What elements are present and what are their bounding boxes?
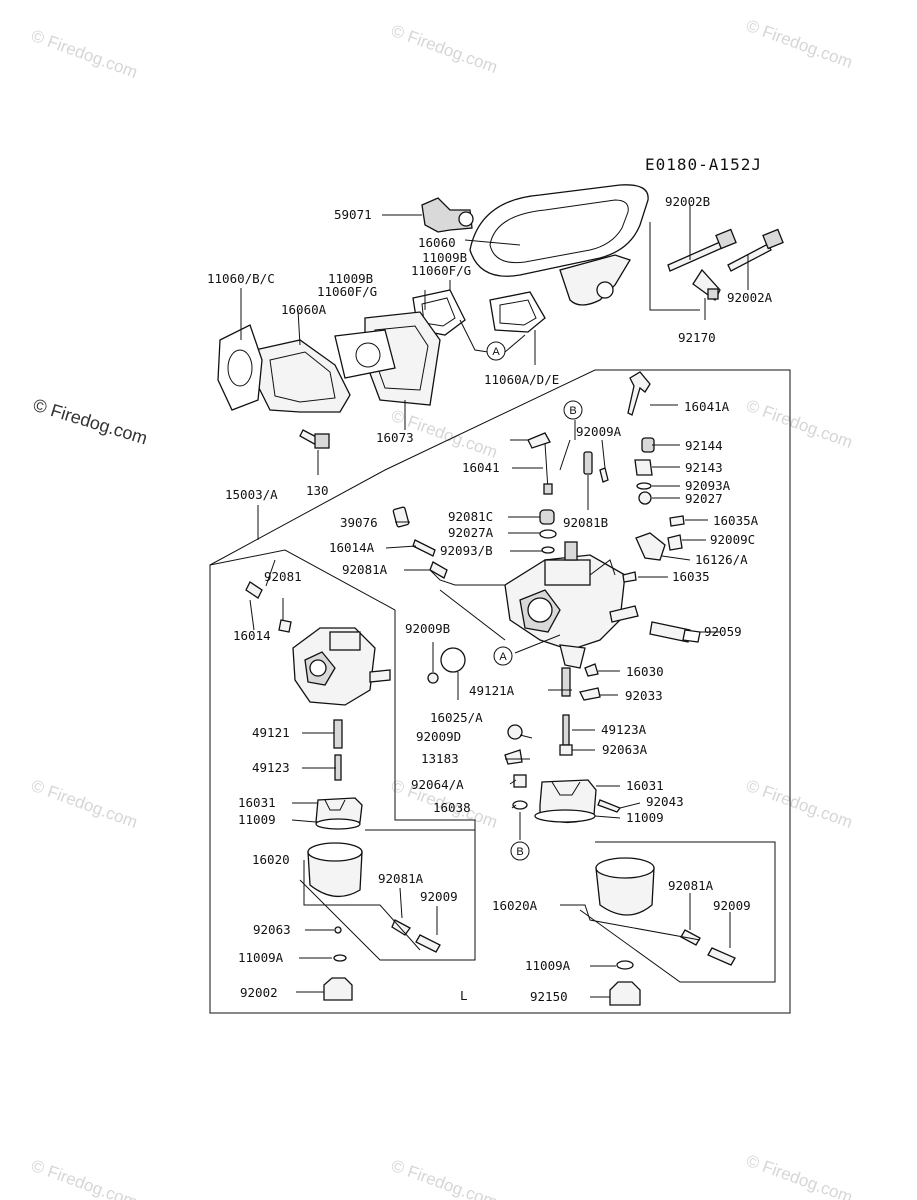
part-label: 92009 bbox=[420, 889, 458, 904]
part-label: 16031 bbox=[626, 778, 664, 793]
part-label: 92064/A bbox=[411, 777, 464, 792]
part-label: 92043 bbox=[646, 794, 684, 809]
part-label: 92002B bbox=[665, 194, 710, 209]
part-label: 92170 bbox=[678, 330, 716, 345]
part-label: 92150 bbox=[530, 989, 568, 1004]
ref-markers: A B A B bbox=[486, 341, 583, 861]
part-label: 15003/A bbox=[225, 487, 278, 502]
part-label: 92144 bbox=[685, 438, 723, 453]
part-label: 11060F/G bbox=[411, 263, 471, 278]
part-label: 92002 bbox=[240, 985, 278, 1000]
part-label: 92143 bbox=[685, 460, 723, 475]
part-label: 39076 bbox=[340, 515, 378, 530]
part-label: 92081A bbox=[342, 562, 388, 577]
watermarks: © Firedog.com © Firedog.com © Firedog.co… bbox=[29, 16, 855, 1200]
part-label: 92093/B bbox=[440, 543, 493, 558]
part-label: 16060A bbox=[281, 302, 327, 317]
part-label: 16035 bbox=[672, 569, 710, 584]
part-label: 16030 bbox=[626, 664, 664, 679]
watermark-bottom-left: © Firedog.com bbox=[29, 1156, 140, 1200]
part-label: 11009A bbox=[525, 958, 571, 973]
assembly-frame bbox=[209, 369, 791, 1014]
left-subgroup-frame bbox=[209, 549, 476, 961]
part-label: 16020A bbox=[492, 898, 538, 913]
part-label: 49123 bbox=[252, 760, 290, 775]
part-label: 92063A bbox=[602, 742, 648, 757]
part-label: 11009B bbox=[328, 271, 373, 286]
lower-leaders bbox=[249, 404, 731, 998]
part-label: 16041A bbox=[684, 399, 730, 414]
part-label: 49123A bbox=[601, 722, 647, 737]
ref-marker-b-lower: B bbox=[516, 846, 523, 858]
watermark-top-center: © Firedog.com bbox=[389, 21, 500, 77]
part-label: 16014A bbox=[329, 540, 375, 555]
ref-marker-a-upper: A bbox=[492, 346, 500, 358]
main-carburetor bbox=[504, 541, 639, 669]
watermark-top-right: © Firedog.com bbox=[744, 16, 855, 72]
part-label: 130 bbox=[306, 483, 329, 498]
part-label: 11060A/D/E bbox=[484, 372, 559, 387]
part-label: 11009B bbox=[422, 250, 467, 265]
part-label: 92009A bbox=[576, 424, 622, 439]
right-small-parts bbox=[245, 371, 736, 1006]
variant-mark: L bbox=[460, 988, 468, 1003]
part-label: 92059 bbox=[704, 624, 742, 639]
part-label: 92081A bbox=[378, 871, 424, 886]
upper-leaders bbox=[240, 205, 749, 475]
watermark-low-right: © Firedog.com bbox=[744, 776, 855, 832]
part-label: 11060F/G bbox=[317, 284, 377, 299]
watermark-low-left: © Firedog.com bbox=[29, 776, 140, 832]
part-label: 49121 bbox=[252, 725, 290, 740]
diagram-code: E0180-A152J bbox=[645, 155, 762, 174]
part-label: 13183 bbox=[421, 751, 459, 766]
part-label: 11009 bbox=[626, 810, 664, 825]
part-label: 16031 bbox=[238, 795, 276, 810]
part-label: 92002A bbox=[727, 290, 773, 305]
ref-marker-a-lower: A bbox=[499, 651, 507, 663]
part-label: 92081B bbox=[563, 515, 608, 530]
part-label: 16035A bbox=[713, 513, 759, 528]
right-subgroup-frame bbox=[579, 841, 776, 983]
part-labels: 59071 16060 92002B 92002A 92170 11009B 1… bbox=[207, 194, 773, 1004]
part-label: 59071 bbox=[334, 207, 372, 222]
part-label: 92081 bbox=[264, 569, 302, 584]
part-label: 92063 bbox=[253, 922, 291, 937]
part-label: 16020 bbox=[252, 852, 290, 867]
watermark-top-left: © Firedog.com bbox=[29, 26, 140, 82]
watermark-side: © Firedog.com bbox=[31, 395, 150, 449]
watermark-bottom-right: © Firedog.com bbox=[744, 1151, 855, 1200]
part-label: 11009 bbox=[238, 812, 276, 827]
part-label: 11060/B/C bbox=[207, 271, 275, 286]
part-label: 16038 bbox=[433, 800, 471, 815]
part-label: 16014 bbox=[233, 628, 271, 643]
part-label: 16060 bbox=[418, 235, 456, 250]
part-label: 92009D bbox=[416, 729, 461, 744]
part-label: 16073 bbox=[376, 430, 414, 445]
watermark-mid-right: © Firedog.com bbox=[744, 396, 855, 452]
part-label: 16025/A bbox=[430, 710, 483, 725]
part-label: 16126/A bbox=[695, 552, 748, 567]
part-label: 92093A bbox=[685, 478, 731, 493]
part-label: 92081C bbox=[448, 509, 493, 524]
part-label: 11009A bbox=[238, 950, 284, 965]
part-label: 92009C bbox=[710, 532, 755, 547]
part-label: 92027A bbox=[448, 525, 494, 540]
part-label: 92009B bbox=[405, 621, 450, 636]
part-label: 92009 bbox=[713, 898, 751, 913]
ref-marker-b-upper: B bbox=[569, 405, 576, 417]
part-label: 49121A bbox=[469, 683, 515, 698]
part-label: 92081A bbox=[668, 878, 714, 893]
part-label: 92033 bbox=[625, 688, 663, 703]
part-label: 92027 bbox=[685, 491, 723, 506]
watermark-bottom-center: © Firedog.com bbox=[389, 1156, 500, 1200]
part-label: 16041 bbox=[462, 460, 500, 475]
intake-manifold-group bbox=[217, 184, 784, 449]
